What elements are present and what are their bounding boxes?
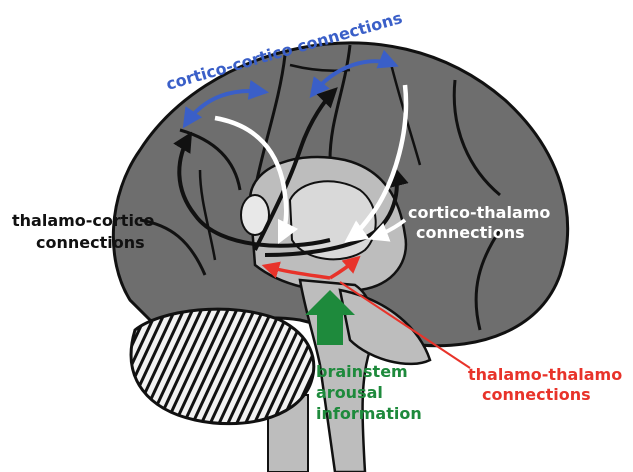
label-brainstem-1: brainstem (316, 362, 408, 381)
cerebellum-shape (131, 309, 314, 424)
label-cortico-thalamo-1: cortico-thalamo (408, 203, 550, 222)
label-thalamo-cortico-1: thalamo-cortico (12, 211, 154, 230)
label-thalamo-thalamo-1: thalamo-thalamo (468, 365, 622, 384)
label-thalamo-cortico-2: connections (36, 233, 145, 252)
label-brainstem-3: information (316, 404, 422, 423)
label-cortico-thalamo-2: connections (416, 223, 525, 242)
label-brainstem-2: arousal (316, 383, 383, 402)
label-thalamo-thalamo-2: connections (482, 385, 591, 404)
